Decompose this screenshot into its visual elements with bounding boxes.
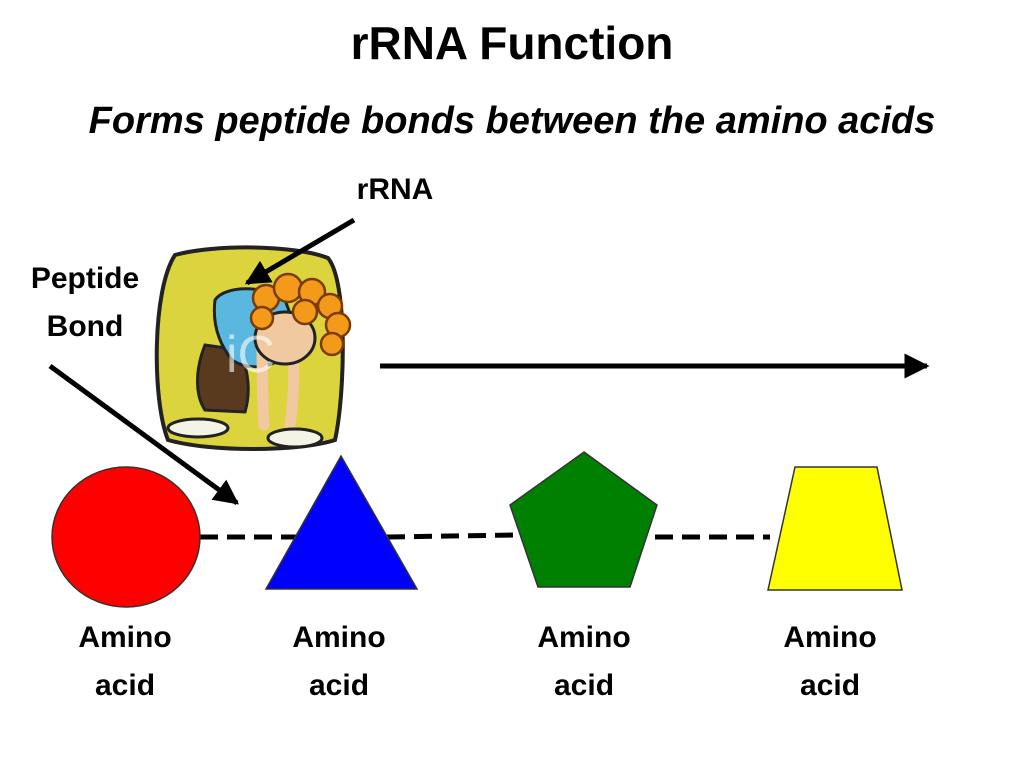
amino-acid-pentagon bbox=[509, 451, 658, 588]
clipart-watermark: iC bbox=[226, 326, 275, 384]
amino-acid-label-2-line1: Amino bbox=[292, 621, 386, 654]
clipart-shoe-left bbox=[166, 417, 230, 439]
amino-acid-label-3-line1: Amino bbox=[537, 621, 631, 654]
rrna-pointer-arrow bbox=[244, 217, 356, 286]
amino-acid-triangle bbox=[264, 454, 419, 590]
clipart-curly-hair bbox=[249, 272, 352, 357]
rrna-label: rRNA bbox=[356, 173, 434, 206]
amino-acid-label-4: Amino acid bbox=[745, 614, 915, 710]
slide-title: rRNA Function bbox=[350, 17, 674, 69]
amino-acid-circle bbox=[51, 466, 201, 608]
amino-acid-label-3: Amino acid bbox=[499, 614, 669, 710]
amino-acid-label-1: Amino acid bbox=[40, 614, 210, 710]
clipart-shoe-right bbox=[266, 427, 324, 449]
amino-acid-label-4-line1: Amino bbox=[783, 621, 877, 654]
amino-acid-label-1-line2: acid bbox=[94, 669, 156, 702]
amino-acid-label-1-line1: Amino bbox=[78, 621, 172, 654]
peptide-bond-label-line1: Peptide bbox=[30, 262, 140, 295]
amino-acid-label-2: Amino acid bbox=[254, 614, 424, 710]
amino-acid-label-3-line2: acid bbox=[553, 669, 615, 702]
peptide-bond-2 bbox=[386, 532, 516, 540]
slide-subtitle: Forms peptide bonds between the amino ac… bbox=[88, 100, 936, 142]
amino-acid-label-4-line2: acid bbox=[799, 669, 861, 702]
amino-acid-label-2-line2: acid bbox=[308, 669, 370, 702]
amino-acid-trapezoid bbox=[767, 466, 903, 591]
peptide-bond-label: Peptide Bond bbox=[10, 255, 160, 351]
peptide-bond-pointer-arrow bbox=[48, 363, 240, 506]
rrna-clipart-character: iC bbox=[154, 245, 352, 451]
peptide-bond-label-line2: Bond bbox=[46, 310, 124, 343]
